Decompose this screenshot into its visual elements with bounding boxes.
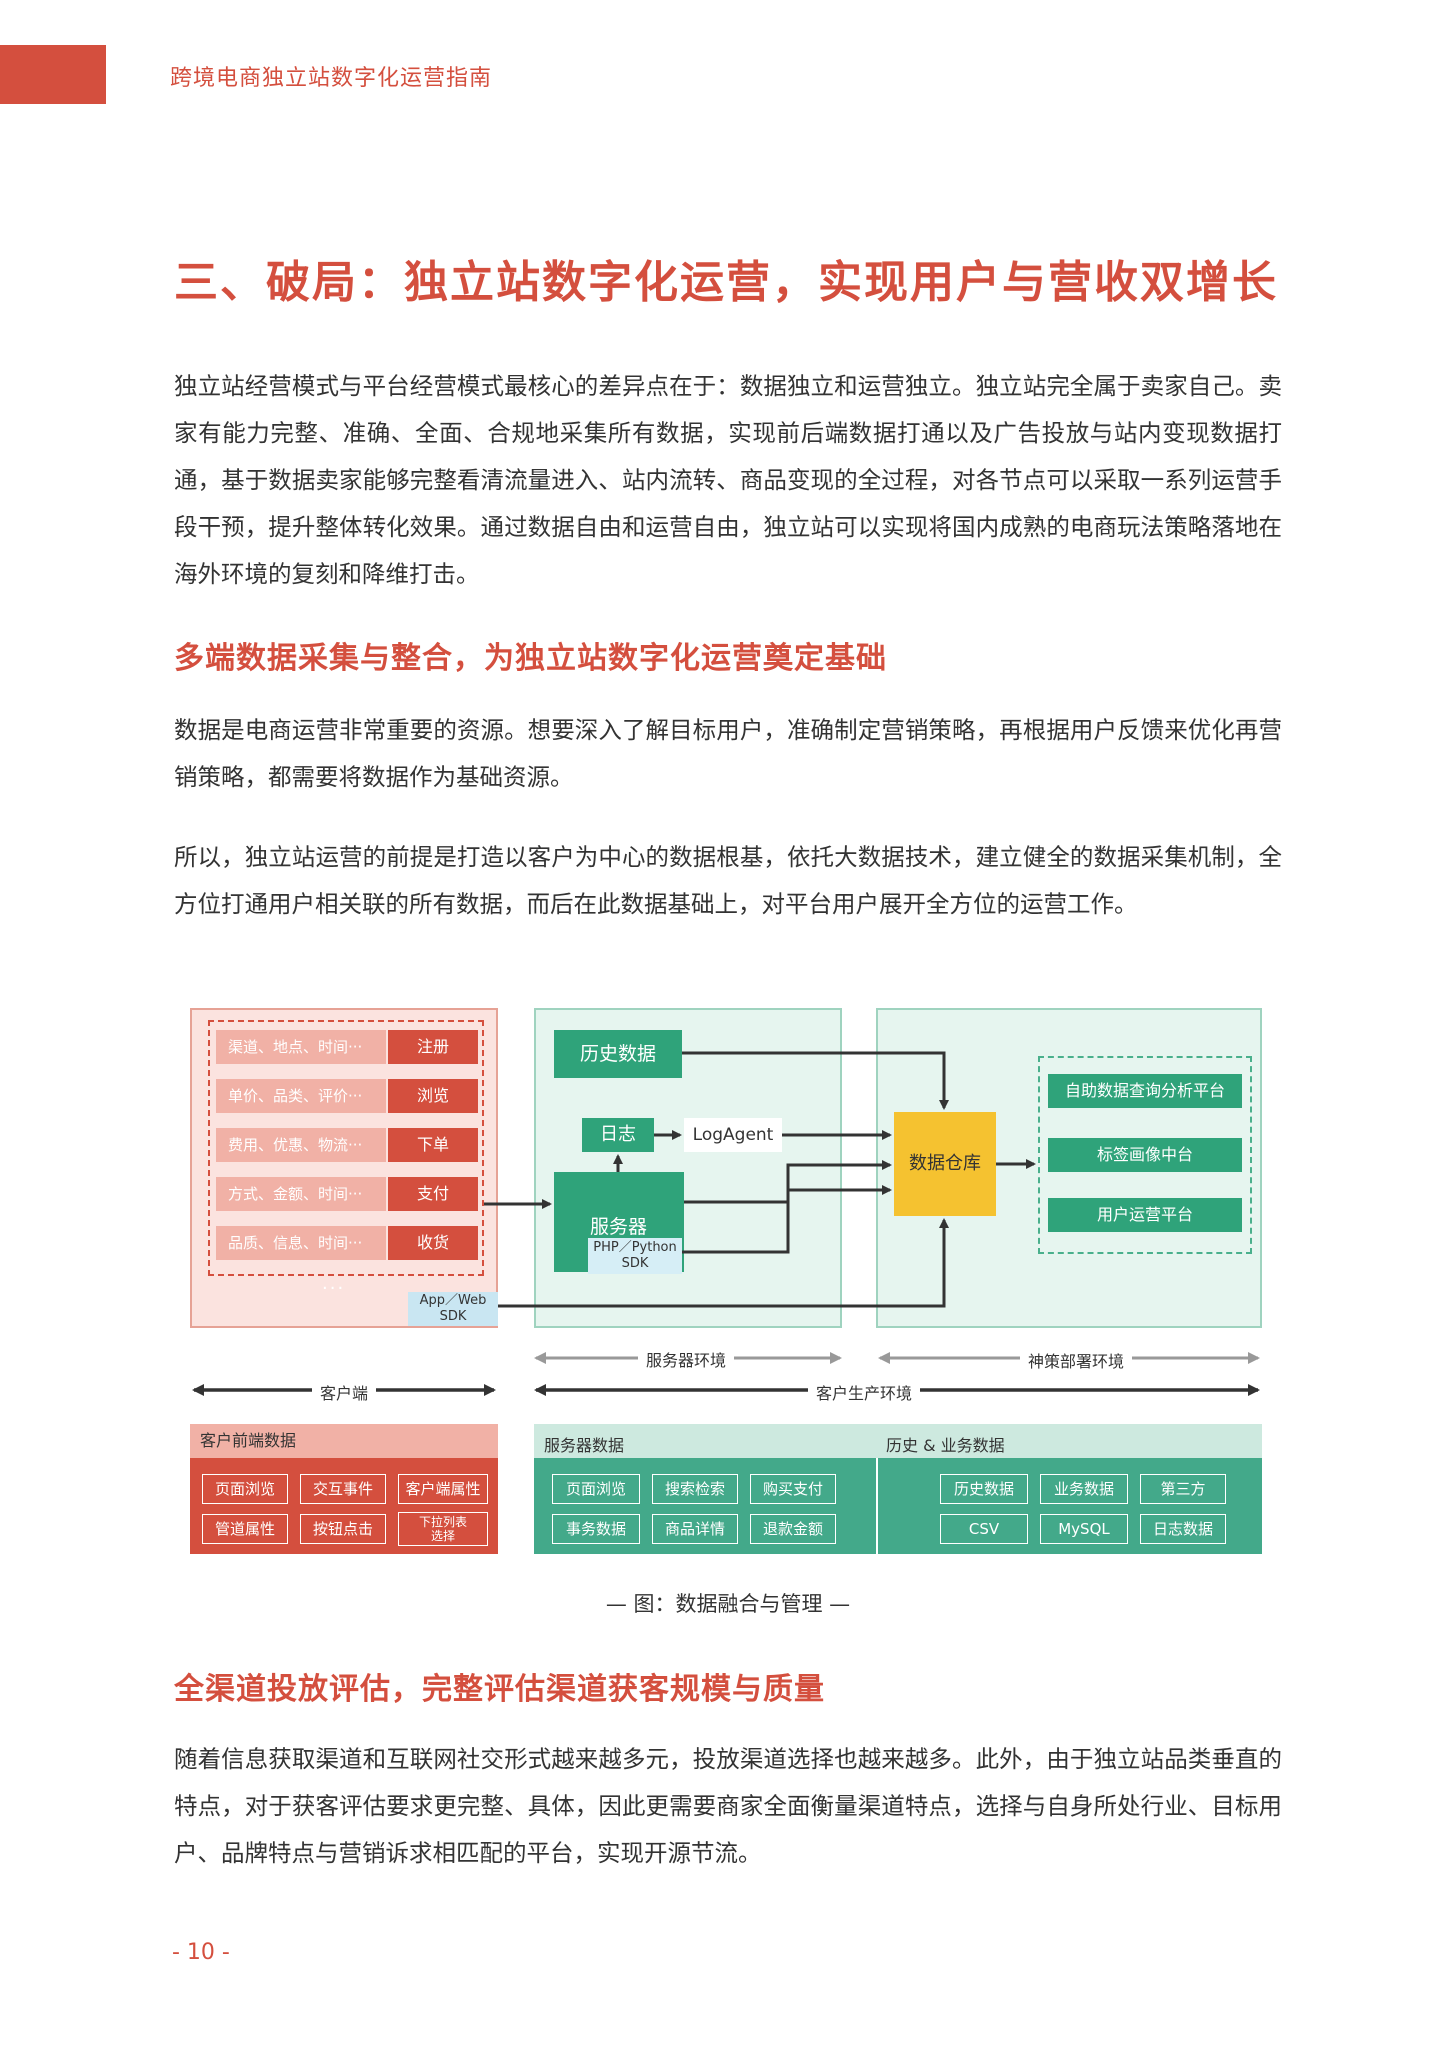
app-web-sdk-box: App／Web SDK xyxy=(408,1292,498,1326)
client-data-tag: 交互事件 xyxy=(300,1474,386,1504)
section-title: 三、破局：独立站数字化运营，实现用户与营收双增长 xyxy=(174,257,1278,308)
app-web-sdk-label: App／Web SDK xyxy=(419,1293,487,1324)
client-side-label: 客户端 xyxy=(312,1380,377,1404)
figure-caption: — 图：数据融合与管理 — xyxy=(605,1592,851,1616)
client-data-tag: 管道属性 xyxy=(202,1514,288,1544)
subsection1-paragraph2-text: 所以，独立站运营的前提是打造以客户为中心的数据根基，依托大数据技术，建立健全的数… xyxy=(174,843,1282,918)
client-row-event: 下单 xyxy=(388,1128,478,1162)
intro-paragraph: 独立站经营模式与平台经营模式最核心的差异点在于：数据独立和运营独立。独立站完全属… xyxy=(174,363,1282,598)
subsection1-paragraph1-text: 数据是电商运营非常重要的资源。想要深入了解目标用户，准确制定营销策略，再根据用户… xyxy=(174,716,1282,791)
subsection-title-channel-evaluation: 全渠道投放评估，完整评估渠道获客规模与质量 xyxy=(174,1672,825,1707)
client-row-register: 渠道、地点、时间··· 注册 xyxy=(216,1030,478,1064)
document-header-title: 跨境电商独立站数字化运营指南 xyxy=(170,66,493,91)
server-sdk-box: PHP／Python SDK xyxy=(588,1238,682,1274)
client-row-event: 收货 xyxy=(388,1226,478,1260)
logagent-box: LogAgent xyxy=(684,1118,782,1152)
self-service-analytics-platform: 自助数据查询分析平台 xyxy=(1048,1074,1242,1108)
server-data-title: 服务器数据 xyxy=(544,1436,625,1455)
history-business-data-title: 历史 & 业务数据 xyxy=(886,1436,1005,1455)
client-row-pay: 方式、金额、时间··· 支付 xyxy=(216,1177,478,1211)
tag-profile-platform: 标签画像中台 xyxy=(1048,1138,1242,1172)
client-data-tag: 页面浏览 xyxy=(202,1474,288,1504)
client-data-tag: 客户端属性 xyxy=(398,1474,488,1504)
header-accent-bar xyxy=(0,45,106,104)
client-row-attributes: 方式、金额、时间··· xyxy=(216,1177,386,1211)
data-warehouse-box: 数据仓库 xyxy=(894,1112,996,1216)
client-row-event: 浏览 xyxy=(388,1079,478,1113)
client-data-tag: 下拉列表 选择 xyxy=(398,1512,488,1546)
intro-paragraph-text: 独立站经营模式与平台经营模式最核心的差异点在于：数据独立和运营独立。独立站完全属… xyxy=(174,372,1282,588)
history-data-tag: MySQL xyxy=(1040,1514,1128,1544)
client-frontend-data-title: 客户前端数据 xyxy=(190,1424,498,1458)
server-data-tag: 页面浏览 xyxy=(552,1474,640,1504)
log-box: 日志 xyxy=(582,1118,654,1152)
client-row-attributes: 单价、品类、评价··· xyxy=(216,1079,386,1113)
client-frontend-data-panel: 客户前端数据 xyxy=(190,1424,498,1554)
server-data-tag: 事务数据 xyxy=(552,1514,640,1544)
client-row-event: 支付 xyxy=(388,1177,478,1211)
subsection-title-data-collection: 多端数据采集与整合，为独立站数字化运营奠定基础 xyxy=(174,641,887,676)
client-row-attributes: 品质、信息、时间··· xyxy=(216,1226,386,1260)
data-panel-divider xyxy=(876,1458,878,1554)
client-row-order: 费用、优惠、物流··· 下单 xyxy=(216,1128,478,1162)
subsection1-paragraph1: 数据是电商运营非常重要的资源。想要深入了解目标用户，准确制定营销策略，再根据用户… xyxy=(174,707,1282,801)
subsection2-paragraph-text: 随着信息获取渠道和互联网社交形式越来越多元，投放渠道选择也越来越多。此外，由于独… xyxy=(174,1745,1282,1867)
history-data-tag: 历史数据 xyxy=(940,1474,1028,1504)
server-data-tag: 搜索检索 xyxy=(652,1474,738,1504)
subsection2-paragraph: 随着信息获取渠道和互联网社交形式越来越多元，投放渠道选择也越来越多。此外，由于独… xyxy=(174,1736,1282,1877)
client-row-browse: 单价、品类、评价··· 浏览 xyxy=(216,1079,478,1113)
server-data-tag: 退款金额 xyxy=(750,1514,836,1544)
history-data-tag: 第三方 xyxy=(1140,1474,1226,1504)
server-environment-label: 服务器环境 xyxy=(638,1347,735,1371)
client-row-attributes: 渠道、地点、时间··· xyxy=(216,1030,386,1064)
platforms-group xyxy=(1038,1056,1252,1254)
server-data-header xyxy=(534,1424,1262,1458)
client-row-attributes: 费用、优惠、物流··· xyxy=(216,1128,386,1162)
subsection1-paragraph2: 所以，独立站运营的前提是打造以客户为中心的数据根基，依托大数据技术，建立健全的数… xyxy=(174,834,1282,928)
history-data-tag: 日志数据 xyxy=(1140,1514,1226,1544)
history-data-tag: 业务数据 xyxy=(1040,1474,1128,1504)
page-number: - 10 - xyxy=(172,1940,230,1965)
deploy-environment-label: 神策部署环境 xyxy=(1020,1348,1133,1372)
client-events-group xyxy=(208,1020,484,1276)
server-sdk-label: PHP／Python SDK xyxy=(593,1240,677,1271)
server-data-tag: 购买支付 xyxy=(750,1474,836,1504)
user-operations-platform: 用户运营平台 xyxy=(1048,1198,1242,1232)
more-dots: ··· xyxy=(322,1278,346,1299)
client-row-event: 注册 xyxy=(388,1030,478,1064)
client-row-receive: 品质、信息、时间··· 收货 xyxy=(216,1226,478,1260)
production-environment-label: 客户生产环境 xyxy=(808,1380,921,1404)
server-data-tag: 商品详情 xyxy=(652,1514,738,1544)
client-data-tag: 按钮点击 xyxy=(300,1514,386,1544)
history-data-tag: CSV xyxy=(940,1514,1028,1544)
historical-data-box: 历史数据 xyxy=(554,1030,682,1078)
